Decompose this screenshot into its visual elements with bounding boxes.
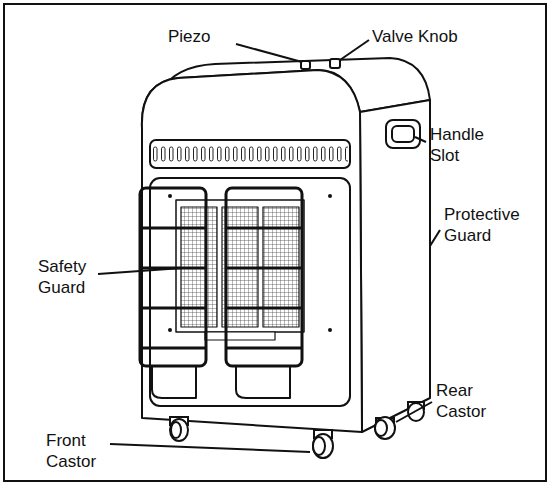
castor-hub [375,420,387,436]
part-label: Protective Guard [444,204,540,246]
guard-foot [236,366,290,398]
leader-lines [98,40,440,452]
guard-foot [152,366,196,398]
safety-guard [140,188,302,398]
side-panel [360,100,430,432]
part-label: Handle Slot [430,124,492,166]
front-castor [313,434,333,458]
handle-slot [386,120,420,148]
handle-slot-inner [392,126,414,142]
guard-bars [140,228,206,348]
screw [328,194,332,198]
piezo-button [301,61,310,69]
leader-line [236,44,302,62]
leader-line [430,230,440,246]
leader-line [110,444,310,452]
front-face [142,70,362,432]
leader-line [340,40,369,60]
vent-slots [152,145,348,165]
guard-bars [226,228,302,348]
leader-line [396,402,432,422]
screw [168,194,172,198]
frame [4,4,546,481]
part-label: Rear Castor [436,380,500,422]
part-label: Piezo [168,26,238,47]
castor-hub [171,422,181,438]
part-label: Valve Knob [372,26,502,47]
front-castor [170,419,188,441]
valve-knob [330,59,340,68]
heater-body [142,58,430,432]
part-label: Front Castor [46,430,108,472]
rear-castor [375,417,395,439]
radiant-frame [176,200,304,332]
leader-line [98,268,182,274]
castors [170,402,424,458]
guard-frame [140,188,206,366]
part-label: Safety Guard [38,256,98,298]
vent-panel [150,140,350,168]
guard-frame [226,188,302,366]
inner-panel [150,178,350,406]
screw [168,328,172,332]
screw [328,328,332,332]
castor-hub [313,437,325,455]
leader-line [415,137,426,142]
burner-tray [205,332,275,340]
